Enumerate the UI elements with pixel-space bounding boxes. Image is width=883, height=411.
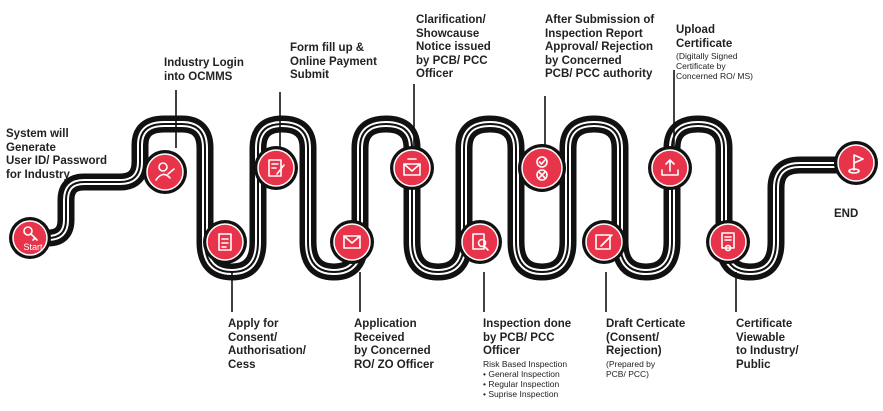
doc-icon xyxy=(268,159,285,177)
inspection-type-item: General Inspection xyxy=(483,369,571,379)
start-label: Start xyxy=(23,242,43,252)
form-icon xyxy=(218,233,232,251)
node-envelope xyxy=(390,146,434,190)
step-label-certificate-viewable: Certificate Viewable to Industry/ Public xyxy=(736,318,799,371)
end-label: END xyxy=(834,208,859,220)
step-label-draft-certificate: Draft Certicate (Consent/ Rejection) (Pr… xyxy=(606,318,686,379)
node-pencil xyxy=(582,220,626,264)
step-label-industry-login: Industry Login into OCMMS xyxy=(164,57,244,83)
key-icon xyxy=(23,226,38,241)
node-user-key xyxy=(143,150,187,194)
inspection-type-item: Suprise Inspection xyxy=(483,389,571,399)
flag-icon xyxy=(848,154,864,174)
node-edit-document xyxy=(254,146,298,190)
node-certificate xyxy=(706,220,750,264)
inspection-type-item: Regular Inspection xyxy=(483,379,571,389)
step-label-application-received: Application Received by Concerned RO/ ZO… xyxy=(354,318,434,371)
cert-icon xyxy=(721,232,735,252)
userkey-icon xyxy=(155,162,175,181)
step-label-upload-certificate: Upload Certificate (Digitally Signed Cer… xyxy=(676,24,753,81)
pencil-icon xyxy=(595,234,613,250)
env-icon xyxy=(403,158,421,176)
node-application-form xyxy=(203,220,247,264)
appr-icon xyxy=(536,156,548,181)
end-node xyxy=(834,141,878,185)
step-label-approval-rejection: After Submission of Inspection Report Ap… xyxy=(545,14,655,80)
node-approve-reject xyxy=(518,144,566,192)
inbox-icon xyxy=(343,235,361,249)
insp-icon xyxy=(472,233,489,251)
step-label-form-fill: Form fill up & Online Payment Submit xyxy=(290,42,377,81)
step-label-system-generate: System will Generate User ID/ Password f… xyxy=(6,128,107,181)
step-label-inspection-done: Inspection done by PCB/ PCC Officer Risk… xyxy=(483,318,571,399)
node-inbox-mail xyxy=(330,220,374,264)
step-label-apply-consent: Apply for Consent/ Authorisation/ Cess xyxy=(228,318,306,371)
start-node xyxy=(9,217,51,259)
node-upload xyxy=(648,146,692,190)
node-inspection xyxy=(458,220,502,264)
upload-icon xyxy=(661,159,679,176)
step-label-clarification: Clarification/ Showcause Notice issued b… xyxy=(416,14,491,80)
